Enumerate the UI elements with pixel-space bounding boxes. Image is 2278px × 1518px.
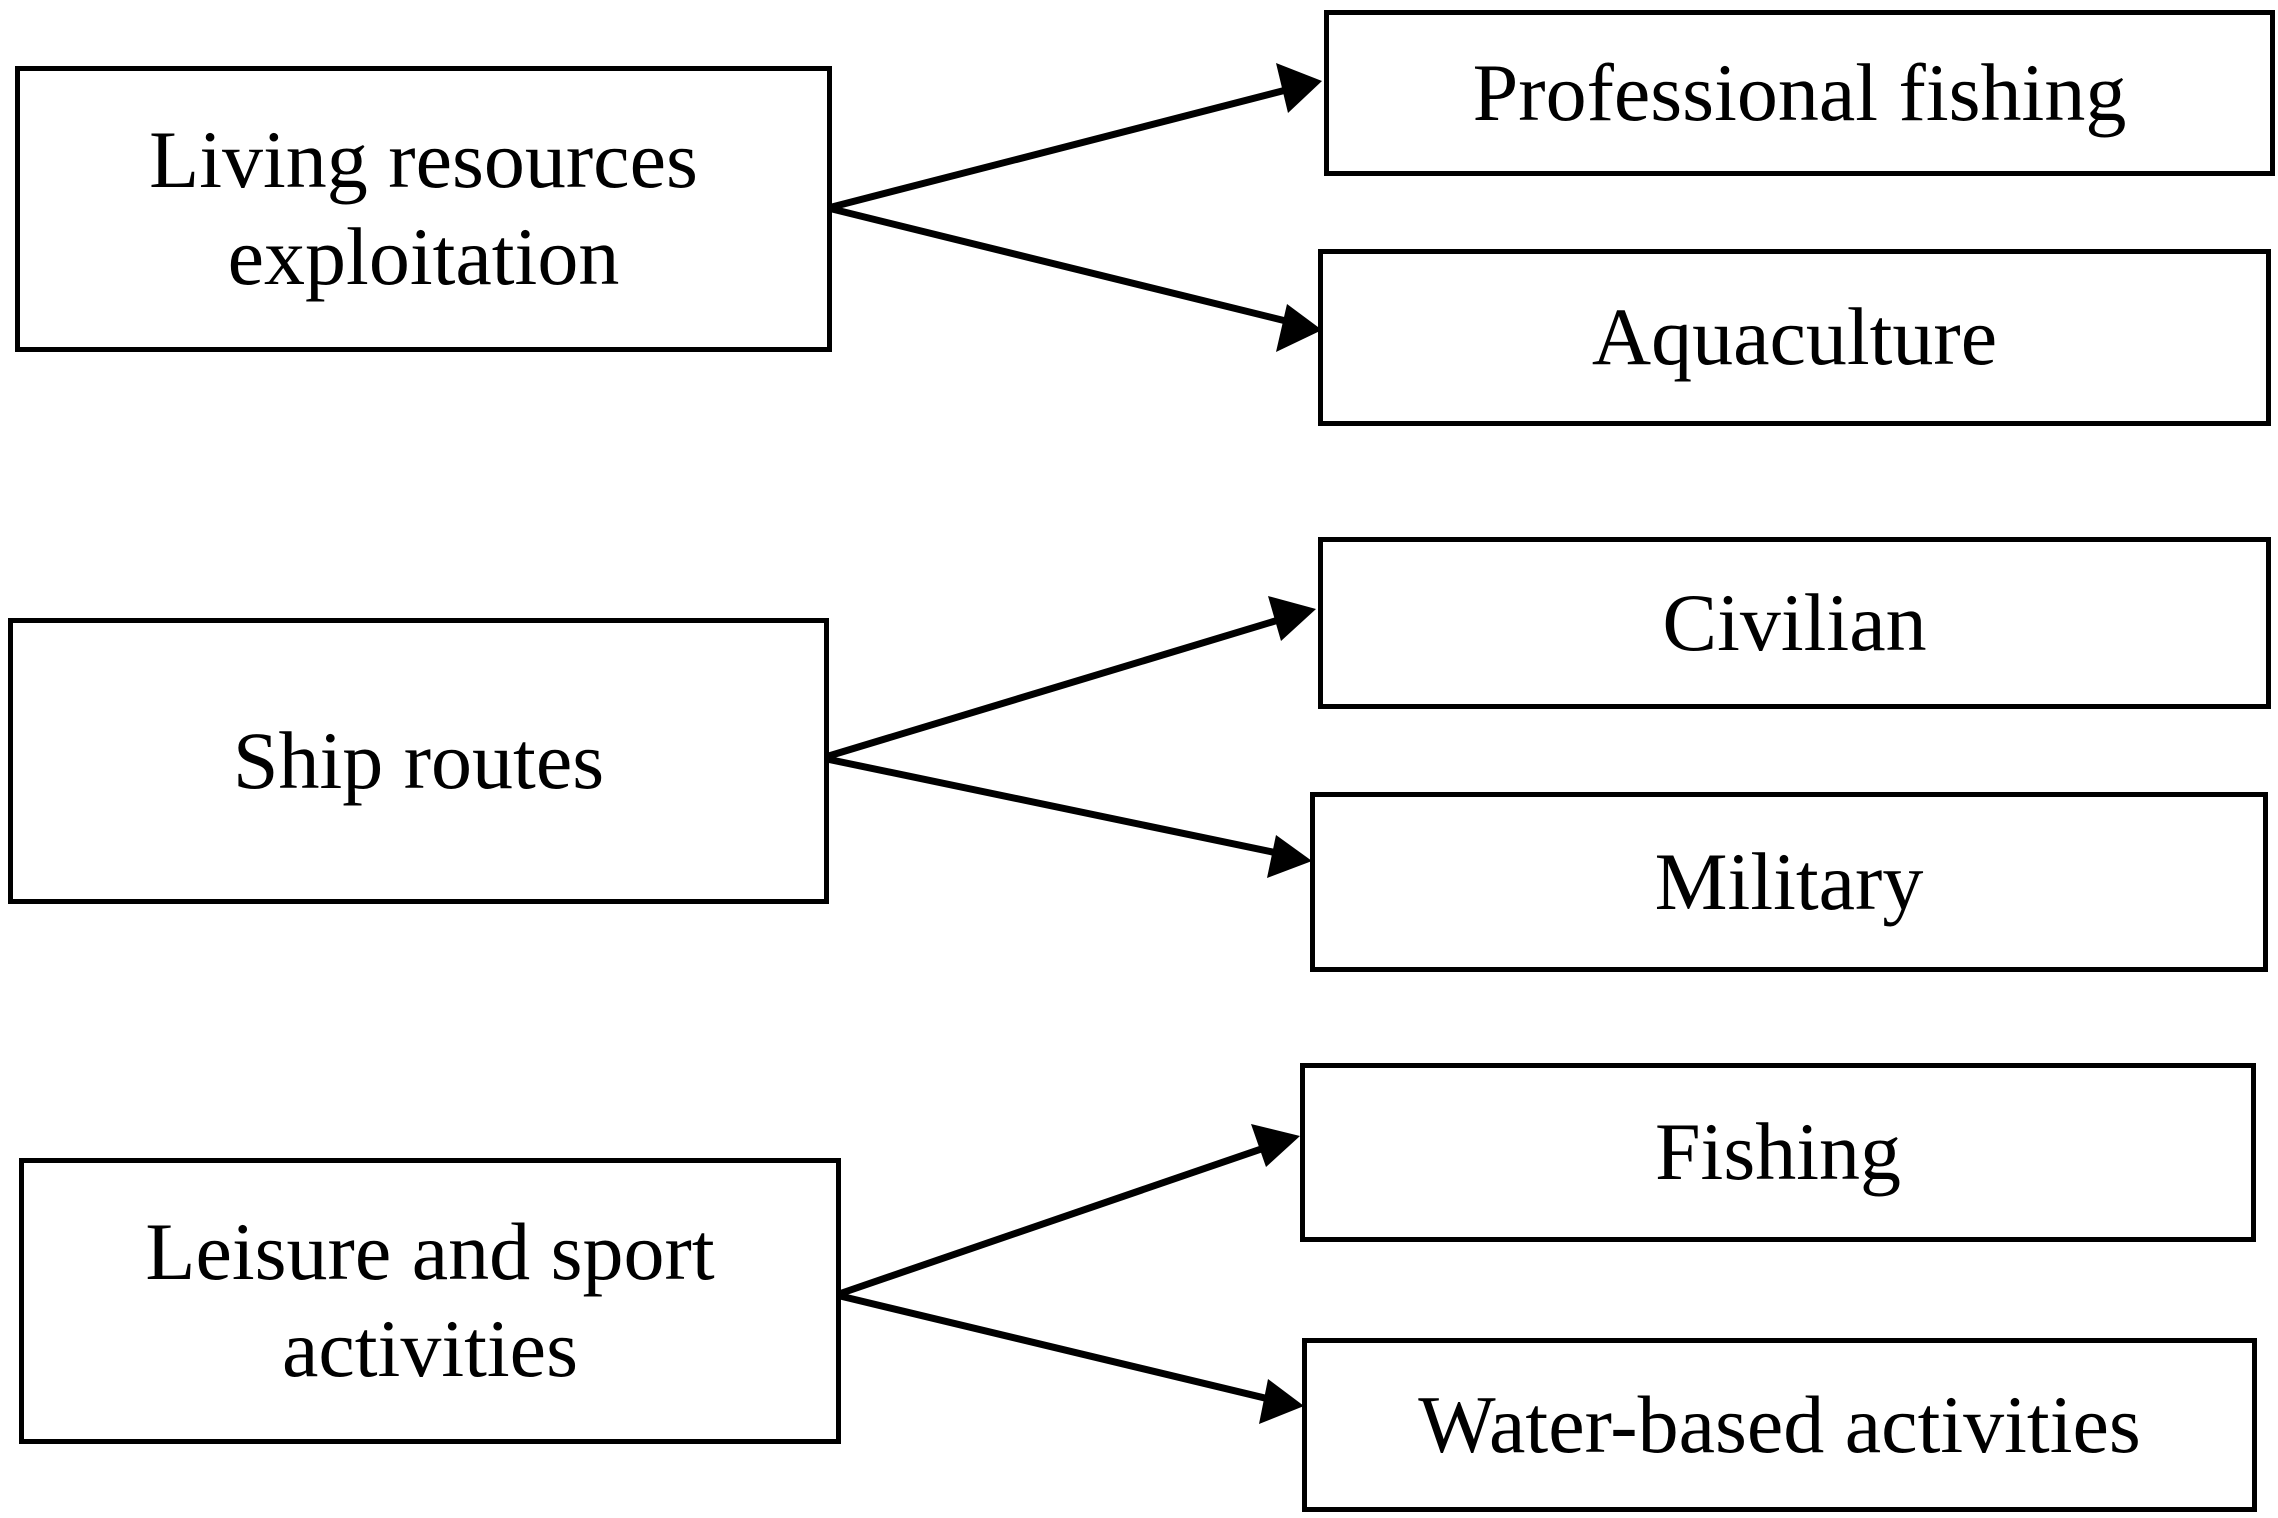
arrow-leisure-to-water-based-activities — [835, 1291, 1274, 1404]
source-label-line: Ship routes — [232, 714, 605, 806]
arrow-leisure-to-fishing — [834, 1142, 1272, 1299]
target-label: Aquaculture — [1591, 291, 1998, 383]
arrowhead-icon — [1276, 63, 1322, 113]
target-box-civilian: Civilian — [1318, 537, 2271, 709]
target-box-military: Military — [1310, 792, 2268, 972]
arrowhead-icon — [1276, 304, 1322, 352]
source-label-line: activities — [281, 1303, 578, 1394]
arrowhead-icon — [1251, 1124, 1300, 1167]
source-box-leisure-and-sport: Leisure and sport activities — [19, 1158, 841, 1444]
target-box-aquaculture: Aquaculture — [1318, 249, 2271, 426]
arrow-ship-routes-to-civilian — [820, 614, 1287, 762]
target-label: Professional fishing — [1472, 46, 2127, 138]
source-label-line: exploitation — [227, 211, 620, 302]
source-label-line: Leisure and sport — [145, 1206, 715, 1298]
arrow-living-to-aquaculture — [827, 204, 1291, 326]
arrowhead-icon — [1268, 596, 1316, 641]
target-label: Military — [1654, 835, 1924, 927]
arrowhead-icon — [1267, 835, 1312, 878]
target-label: Fishing — [1654, 1106, 1902, 1198]
target-label: Water-based activities — [1418, 1378, 2141, 1470]
target-box-water-based-activities: Water-based activities — [1302, 1338, 2257, 1512]
source-box-living-resources: Living resources exploitation — [15, 66, 832, 352]
target-box-fishing: Fishing — [1300, 1063, 2256, 1242]
arrowhead-icon — [1259, 1379, 1304, 1424]
source-box-ship-routes: Ship routes — [8, 618, 829, 904]
target-box-professional-fishing: Professional fishing — [1324, 10, 2275, 176]
arrow-ship-routes-to-military — [821, 754, 1283, 858]
source-label-line: Living resources — [149, 114, 698, 206]
target-label: Civilian — [1662, 576, 1927, 668]
arrow-living-to-professional-fishing — [827, 85, 1291, 212]
